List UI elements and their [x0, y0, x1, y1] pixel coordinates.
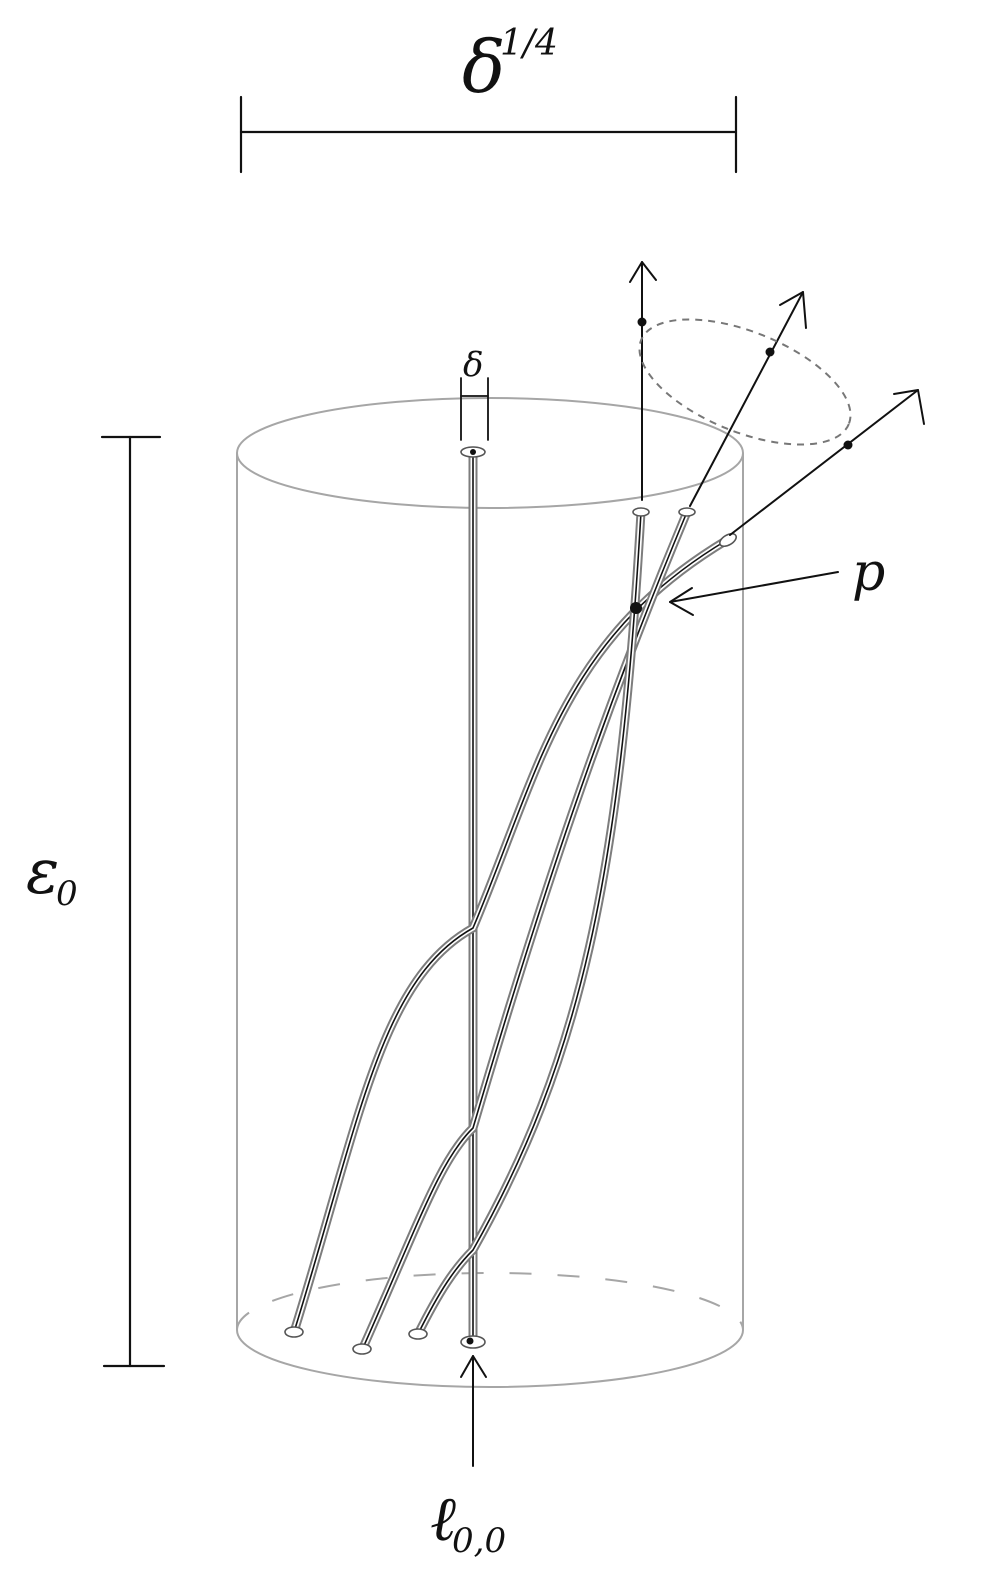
cylinder — [236, 397, 744, 1388]
cylinder-top-ellipse — [236, 397, 744, 509]
central-tube — [460, 446, 486, 1349]
cylinder-bottom-front-arc — [236, 1329, 744, 1388]
height-dimension: ε 0 — [26, 435, 166, 1368]
point-p — [630, 602, 642, 614]
line-annotation: ℓ 0,0 — [430, 1355, 506, 1561]
point-p-label: p — [852, 543, 885, 603]
point-p-annotation: p — [669, 543, 885, 616]
height-subscript-label: 0 — [56, 874, 78, 914]
width-dimension: δ 1/4 — [239, 23, 738, 174]
width-exponent-label: 1/4 — [500, 23, 558, 64]
height-label: ε — [26, 835, 59, 908]
direction-rays — [629, 261, 925, 536]
tube-3 — [408, 507, 650, 1340]
tube-width-label: δ — [463, 345, 483, 385]
line-subscript-label: 0,0 — [452, 1521, 506, 1561]
tube-width-marker: δ — [460, 345, 489, 441]
width-label: δ — [462, 25, 505, 109]
cylinder-bottom-back-arc — [236, 1272, 744, 1331]
tube-1 — [284, 532, 737, 1338]
tube-2 — [352, 507, 696, 1355]
direction-ellipse — [638, 318, 852, 446]
line-label: ℓ — [430, 1482, 456, 1555]
